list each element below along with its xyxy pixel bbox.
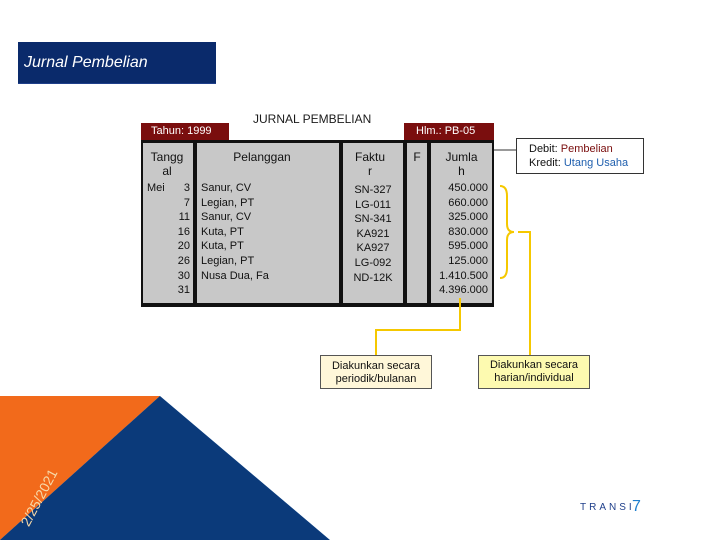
note-harian-line2: harian/individual xyxy=(494,372,574,384)
header-tanggal-line1: Tangg xyxy=(150,150,184,164)
jumlah-item: 125.000 xyxy=(448,254,488,267)
pelanggan-item: Kuta, PT xyxy=(201,225,244,238)
note-harian-line1: Diakunkan secara xyxy=(489,359,579,371)
pelanggan-item: Legian, PT xyxy=(201,254,255,267)
tahun-tab: Tahun: 1999 xyxy=(141,123,229,140)
connector-harian xyxy=(518,231,531,355)
jumlah-item: 830.000 xyxy=(448,225,488,238)
debit-line: Debit: Pembelian xyxy=(529,142,643,156)
header-f: F xyxy=(413,150,421,164)
header-jumlah: Jumla h xyxy=(431,150,492,178)
faktur-item: LG-092 xyxy=(354,256,392,269)
slide-title: Jurnal Pembelian xyxy=(18,42,216,84)
days-item: 3 xyxy=(183,182,190,194)
header-faktur-line2: r xyxy=(368,164,372,178)
header-tanggal: Tangg al xyxy=(149,150,185,178)
days-item: 26 xyxy=(177,254,190,267)
jumlah-item: 4.396.000 xyxy=(439,284,488,297)
header-faktur-line1: Faktu xyxy=(354,150,385,164)
white-cover-shape xyxy=(160,396,720,540)
days-item: 31 xyxy=(177,284,190,297)
journal-heading: JURNAL PEMBELIAN xyxy=(253,112,372,126)
pelanggan-item: Sanur, CV xyxy=(201,211,252,224)
faktur-item: SN-327 xyxy=(354,184,392,196)
faktur-item: KA921 xyxy=(356,227,390,240)
days-item: 11 xyxy=(178,211,190,224)
note-harian: Diakunkan secara harian/individual xyxy=(478,355,590,389)
debit-label: Debit: xyxy=(529,143,561,155)
faktur-item: SN-341 xyxy=(354,213,392,226)
pelanggan-item: Legian, PT xyxy=(201,196,255,209)
note-periodik-line2: periodik/bulanan xyxy=(335,373,417,385)
days-item: 20 xyxy=(177,240,190,253)
page-number: 7 xyxy=(632,498,641,515)
debit-value: Pembelian xyxy=(560,143,613,155)
days-item: 30 xyxy=(177,269,190,282)
jumlah-item: 660.000 xyxy=(448,196,488,209)
note-periodik-line1: Diakunkan secara xyxy=(331,360,421,372)
curly-bracket xyxy=(499,185,515,279)
faktur-item: KA927 xyxy=(356,242,390,255)
hlm-tab: Hlm.: PB-05 xyxy=(404,123,494,140)
jumlah-item: 595.000 xyxy=(448,240,488,253)
jumlah-item: 325.000 xyxy=(448,211,488,224)
connector-periodik xyxy=(375,298,461,355)
header-jumlah-line1: Jumla xyxy=(445,150,478,164)
kredit-label: Kredit: xyxy=(529,157,564,169)
column-f: F xyxy=(407,143,427,303)
kredit-value: Utang Usaha xyxy=(563,157,629,169)
faktur-item: LG-011 xyxy=(355,198,391,211)
header-pelanggan: Pelanggan xyxy=(233,150,291,164)
pelanggan-item: Kuta, PT xyxy=(201,240,244,253)
pelanggan-item: Nusa Dua, Fa xyxy=(201,269,269,282)
debit-kredit-box: Debit: Pembelian Kredit: Utang Usaha xyxy=(516,138,644,174)
corner-dark-shape xyxy=(0,396,330,540)
days-item: 16 xyxy=(177,225,190,238)
jumlah-item: 450.000 xyxy=(448,182,488,194)
header-tanggal-line2: al xyxy=(162,164,172,178)
header-jumlah-line2: h xyxy=(458,164,465,178)
note-periodik: Diakunkan secara periodik/bulanan xyxy=(320,355,432,389)
pelanggan-item: Sanur, CV xyxy=(201,182,252,194)
month-cell: Mei xyxy=(147,182,165,194)
jumlah-item: 1.410.500 xyxy=(439,269,488,282)
faktur-item: ND-12K xyxy=(353,271,393,284)
days-item: 7 xyxy=(183,196,190,209)
footer-brand: TRANSI xyxy=(580,502,635,513)
kredit-line: Kredit: Utang Usaha xyxy=(529,156,643,170)
header-faktur: Faktu r xyxy=(343,150,397,178)
